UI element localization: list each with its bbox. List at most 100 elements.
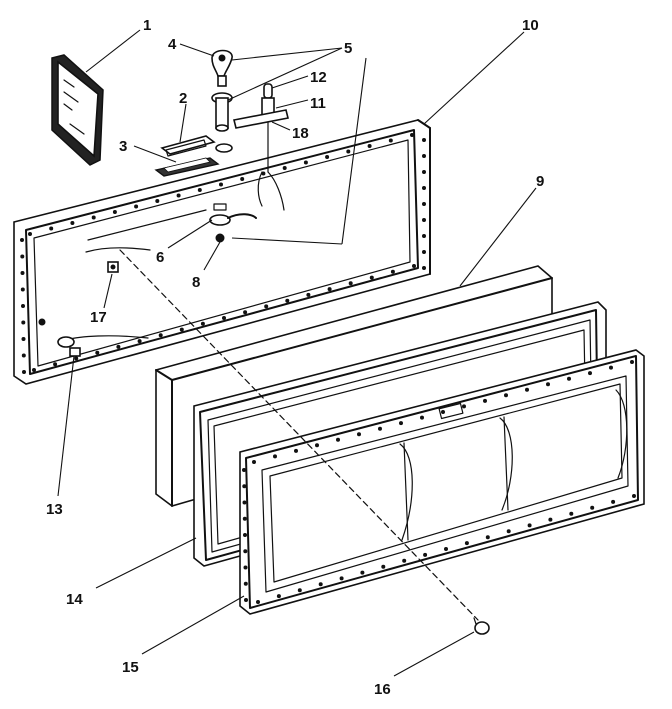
screw-hole (137, 339, 142, 344)
screw-hole (441, 410, 445, 414)
screw-hole (546, 382, 550, 387)
screw-hole (21, 304, 25, 308)
screw-hole (20, 271, 25, 275)
screw-hole (444, 547, 448, 551)
screw-hole (252, 460, 256, 464)
screw-hole (243, 533, 247, 537)
part-1-nameplate (51, 54, 104, 166)
screw-hole (74, 356, 79, 361)
screw-hole (155, 199, 160, 203)
screw-hole (20, 238, 24, 242)
part-3-hinge-plate (154, 157, 220, 177)
assembly-centerline (119, 249, 479, 621)
part-8-latch-screw (215, 233, 225, 243)
callout-14: 14 (66, 591, 83, 608)
screw-hole (325, 155, 330, 159)
callout-1: 1 (143, 17, 151, 34)
screw-hole (70, 221, 75, 225)
screw-hole (464, 541, 469, 546)
screw-hole (422, 138, 426, 142)
screw-hole (179, 327, 184, 332)
screw-hole (282, 166, 287, 170)
screw-hole (422, 234, 426, 238)
part-16-screw (473, 617, 490, 635)
frame-screw-holes (20, 133, 426, 374)
screw-hole (548, 517, 553, 522)
screw-hole (242, 500, 247, 505)
screw-hole (20, 287, 25, 292)
screw-hole (423, 552, 428, 557)
screw-hole (242, 516, 247, 521)
callout-9: 9 (536, 173, 544, 190)
screw-hole (243, 310, 248, 315)
screw-hole (402, 558, 407, 563)
screw-hole (422, 202, 426, 206)
screw-hole (28, 232, 32, 236)
screw-hole (632, 494, 636, 498)
screw-hole (276, 594, 281, 599)
screw-hole (348, 281, 353, 286)
screw-hole (527, 523, 532, 528)
screw-hole (462, 404, 466, 409)
liner-screw-holes (242, 360, 636, 604)
part-18-switch-bracket (233, 109, 289, 211)
screw-hole (569, 511, 574, 516)
callout-6: 6 (156, 249, 164, 266)
screw-hole (256, 600, 260, 604)
screw-hole (303, 160, 308, 165)
screw-hole (264, 304, 269, 309)
callout-4: 4 (168, 36, 177, 53)
screw-hole (422, 154, 426, 158)
screw-hole (630, 360, 634, 364)
screw-hole (112, 210, 117, 214)
screw-hole (200, 321, 205, 326)
screw-hole (95, 350, 100, 355)
screw-hole (297, 588, 302, 593)
leader-lines (57, 29, 537, 677)
screw-hole (242, 484, 247, 489)
screw-hole (273, 454, 277, 459)
screw-hole (588, 371, 592, 376)
screw-hole (504, 393, 508, 398)
screw-hole (32, 368, 36, 372)
screw-hole (483, 398, 487, 403)
screw-hole (346, 149, 351, 154)
screw-hole (390, 269, 395, 274)
screw-hole (243, 581, 248, 586)
callout-16: 16 (374, 681, 391, 698)
screw-hole (243, 565, 248, 570)
screw-hole (525, 387, 529, 392)
screw-hole (49, 226, 54, 231)
screw-hole (567, 376, 571, 381)
screw-hole (388, 138, 393, 143)
screw-hole (422, 218, 426, 222)
screw-hole (485, 535, 490, 540)
screw-hole (306, 292, 311, 297)
screw-hole (611, 499, 616, 504)
screw-hole (399, 421, 403, 426)
screw-hole (412, 264, 416, 268)
screw-hole (243, 549, 248, 554)
screw-hole (339, 576, 344, 581)
screw-hole (116, 344, 121, 349)
screw-hole (134, 204, 139, 209)
screw-hole (222, 316, 226, 320)
screw-hole (410, 133, 414, 137)
screw-hole (158, 333, 163, 338)
callout-labels: 1 2 3 4 5 6 8 9 10 11 12 13 14 15 16 17 … (46, 17, 544, 698)
screw-hole (176, 193, 181, 198)
screw-hole (91, 215, 96, 220)
part-13-light-socket (38, 318, 149, 357)
callout-5: 5 (344, 40, 352, 57)
screw-hole (22, 370, 26, 374)
screw-hole (367, 144, 372, 148)
part-17-clip (107, 261, 119, 273)
screw-hole (240, 177, 245, 181)
screw-hole (21, 337, 26, 341)
callout-15: 15 (122, 659, 139, 676)
screw-hole (420, 415, 424, 420)
screw-hole (422, 266, 426, 270)
screw-hole (197, 188, 202, 192)
screw-hole (360, 570, 365, 575)
